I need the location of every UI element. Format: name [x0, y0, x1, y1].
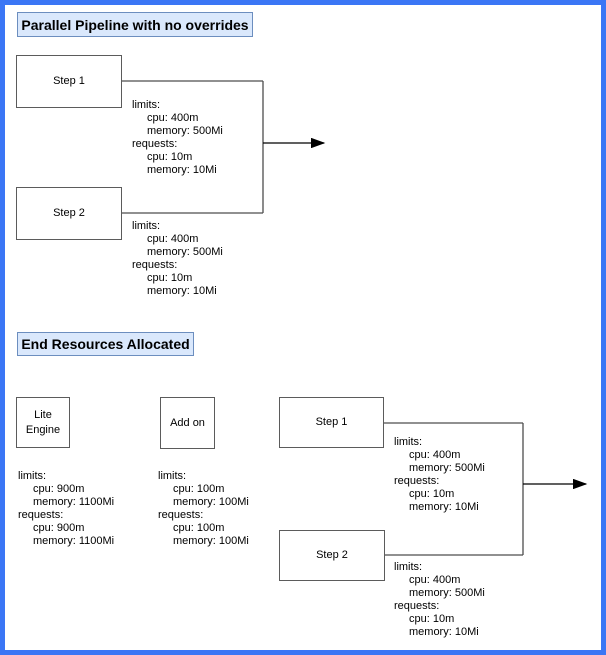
- resource-line: limits:: [132, 220, 161, 232]
- resource-line: memory: 500Mi: [147, 246, 223, 258]
- node-step2-bottom: Step 2: [279, 530, 385, 581]
- resource-line: limits:: [394, 436, 423, 448]
- resource-line: memory: 1100Mi: [33, 496, 115, 508]
- node-step1-bottom: Step 1: [279, 397, 384, 448]
- resource-line: memory: 10Mi: [409, 626, 479, 638]
- resource-line: cpu: 10m: [147, 151, 193, 163]
- resource-line: requests:: [18, 509, 64, 521]
- resource-line: cpu: 900m: [33, 522, 85, 534]
- resource-line: requests:: [132, 259, 178, 271]
- resources-add-on: limits: cpu: 100m memory: 100Mi requests…: [158, 470, 249, 548]
- resource-line: limits:: [132, 99, 161, 111]
- resource-line: cpu: 400m: [147, 233, 199, 245]
- resources-step2-bottom: limits: cpu: 400m memory: 500Mi requests…: [394, 561, 485, 639]
- resource-line: memory: 500Mi: [409, 462, 485, 474]
- resource-line: cpu: 10m: [409, 613, 455, 625]
- resources-step2-top: limits: cpu: 400m memory: 500Mi requests…: [132, 220, 223, 298]
- resource-line: cpu: 100m: [173, 483, 225, 495]
- node-step2-top: Step 2: [16, 187, 122, 240]
- resources-step1-top: limits: cpu: 400m memory: 500Mi requests…: [132, 99, 223, 177]
- resource-line: memory: 10Mi: [409, 501, 479, 513]
- resource-line: memory: 100Mi: [173, 535, 249, 547]
- resource-line: cpu: 400m: [409, 449, 461, 461]
- resource-line: memory: 500Mi: [147, 125, 223, 137]
- resource-line: cpu: 100m: [173, 522, 225, 534]
- resource-line: requests:: [132, 138, 178, 150]
- resource-line: memory: 500Mi: [409, 587, 485, 599]
- resource-line: cpu: 10m: [409, 488, 455, 500]
- resources-step1-bottom: limits: cpu: 400m memory: 500Mi requests…: [394, 436, 485, 514]
- resources-lite-engine: limits: cpu: 900m memory: 1100Mi request…: [18, 470, 114, 548]
- resource-line: memory: 10Mi: [147, 164, 217, 176]
- resource-line: limits:: [158, 470, 187, 482]
- resource-line: limits:: [18, 470, 47, 482]
- resource-line: cpu: 10m: [147, 272, 193, 284]
- resource-line: limits:: [394, 561, 423, 573]
- resource-line: requests:: [158, 509, 204, 521]
- node-add-on: Add on: [160, 397, 215, 449]
- resource-line: cpu: 400m: [409, 574, 461, 586]
- node-step1-top: Step 1: [16, 55, 122, 108]
- resource-line: cpu: 400m: [147, 112, 199, 124]
- section-title-end-resources: End Resources Allocated: [17, 332, 194, 356]
- node-lite-engine: Lite Engine: [16, 397, 70, 448]
- section-title-parallel-pipeline: Parallel Pipeline with no overrides: [17, 12, 253, 37]
- resource-line: memory: 1100Mi: [33, 535, 115, 547]
- resource-line: memory: 100Mi: [173, 496, 249, 508]
- resource-line: requests:: [394, 475, 440, 487]
- resource-line: requests:: [394, 600, 440, 612]
- pipeline-bracket: [122, 80, 326, 214]
- resource-line: memory: 10Mi: [147, 285, 217, 297]
- resource-line: cpu: 900m: [33, 483, 85, 495]
- end-resources-bracket: [384, 422, 588, 556]
